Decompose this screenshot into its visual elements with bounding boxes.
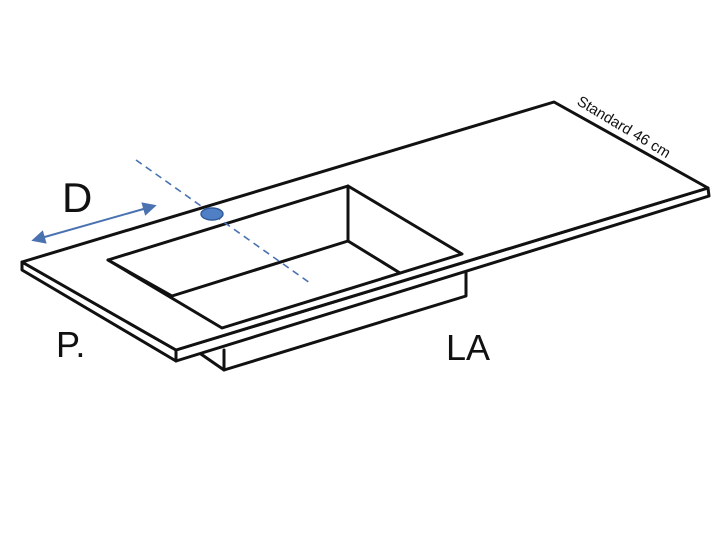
- double-arrow-icon: [31, 202, 157, 244]
- basin: [106, 184, 464, 330]
- drain-hole-icon: [200, 207, 224, 221]
- length-label: LA: [446, 327, 490, 368]
- basin-side-label: P.: [56, 324, 85, 365]
- depth-label: D: [62, 174, 92, 221]
